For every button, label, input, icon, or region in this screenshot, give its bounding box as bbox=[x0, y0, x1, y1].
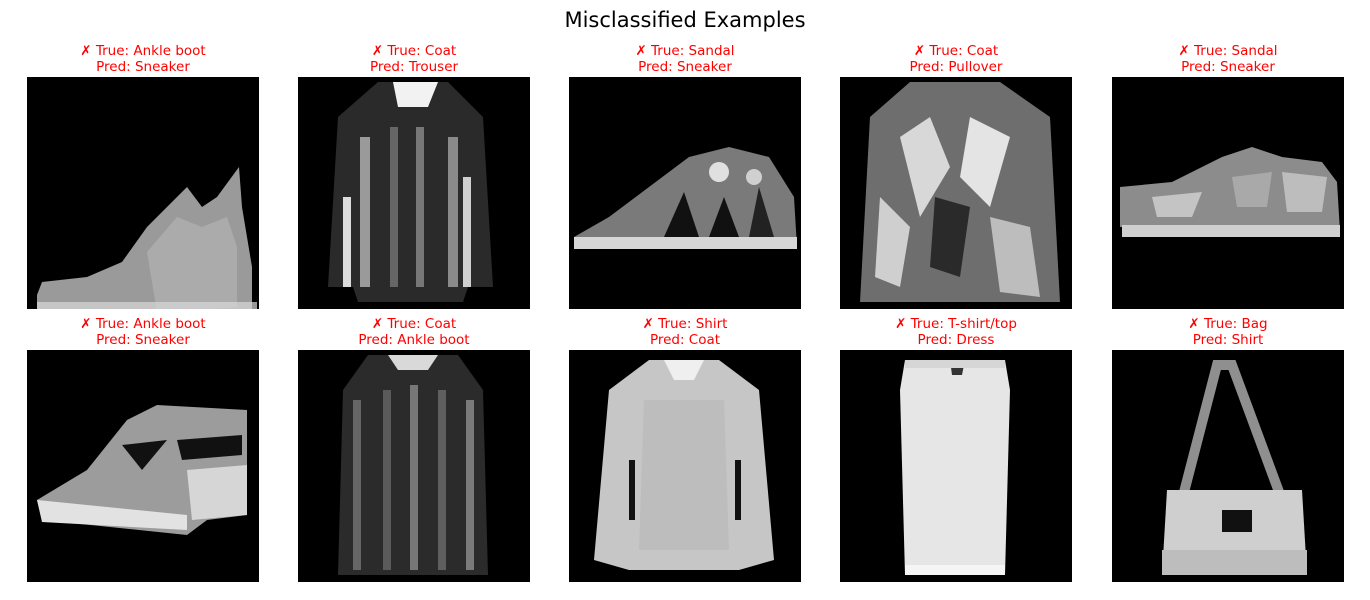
example-panel-8: ✗ True: Shirt Pred: Coat bbox=[569, 316, 801, 582]
true-label: ✗ True: Ankle boot bbox=[80, 43, 206, 59]
panel-caption: ✗ True: Shirt Pred: Coat bbox=[569, 316, 801, 350]
example-panel-9: ✗ True: T-shirt/top Pred: Dress bbox=[840, 316, 1072, 582]
pred-label: Pred: Shirt bbox=[1192, 332, 1264, 348]
pred-label: Pred: Dress bbox=[917, 332, 995, 348]
true-label: ✗ True: Sandal bbox=[1178, 43, 1278, 59]
true-label: ✗ True: Coat bbox=[371, 316, 457, 332]
true-label: ✗ True: T-shirt/top bbox=[895, 316, 1017, 332]
coat-icon bbox=[840, 77, 1072, 309]
ankle-boot-icon bbox=[27, 77, 259, 309]
pred-label: Pred: Sneaker bbox=[96, 59, 190, 75]
pred-label: Pred: Sneaker bbox=[638, 59, 732, 75]
bag-icon bbox=[1112, 350, 1344, 582]
sandal-icon bbox=[1112, 77, 1344, 309]
pred-label: Pred: Sneaker bbox=[96, 332, 190, 348]
panel-caption: ✗ True: Ankle boot Pred: Sneaker bbox=[27, 43, 259, 77]
pred-label: Pred: Ankle boot bbox=[358, 332, 470, 348]
true-label: ✗ True: Shirt bbox=[642, 316, 728, 332]
true-label: ✗ True: Sandal bbox=[635, 43, 735, 59]
panel-caption: ✗ True: Coat Pred: Trouser bbox=[298, 43, 530, 77]
example-panel-1: ✗ True: Ankle boot Pred: Sneaker bbox=[27, 43, 259, 309]
panel-caption: ✗ True: Bag Pred: Shirt bbox=[1112, 316, 1344, 350]
pred-label: Pred: Sneaker bbox=[1181, 59, 1275, 75]
panel-caption: ✗ True: Sandal Pred: Sneaker bbox=[1112, 43, 1344, 77]
coat-icon bbox=[298, 77, 530, 309]
example-panel-7: ✗ True: Coat Pred: Ankle boot bbox=[298, 316, 530, 582]
true-label: ✗ True: Bag bbox=[1188, 316, 1268, 332]
true-label: ✗ True: Ankle boot bbox=[80, 316, 206, 332]
true-label: ✗ True: Coat bbox=[913, 43, 999, 59]
ankle-boot-icon bbox=[27, 350, 259, 582]
pred-label: Pred: Trouser bbox=[369, 59, 459, 75]
pred-label: Pred: Pullover bbox=[909, 59, 1003, 75]
coat-icon bbox=[298, 350, 530, 582]
example-panel-2: ✗ True: Coat Pred: Trouser bbox=[298, 43, 530, 309]
panel-caption: ✗ True: T-shirt/top Pred: Dress bbox=[840, 316, 1072, 350]
tshirt-icon bbox=[840, 350, 1072, 582]
true-label: ✗ True: Coat bbox=[371, 43, 457, 59]
panel-caption: ✗ True: Ankle boot Pred: Sneaker bbox=[27, 316, 259, 350]
example-panel-10: ✗ True: Bag Pred: Shirt bbox=[1112, 316, 1344, 582]
pred-label: Pred: Coat bbox=[649, 332, 721, 348]
sandal-icon bbox=[569, 77, 801, 309]
example-panel-6: ✗ True: Ankle boot Pred: Sneaker bbox=[27, 316, 259, 582]
panel-caption: ✗ True: Coat Pred: Ankle boot bbox=[298, 316, 530, 350]
example-panel-3: ✗ True: Sandal Pred: Sneaker bbox=[569, 43, 801, 309]
figure-title: Misclassified Examples bbox=[564, 8, 806, 32]
example-panel-4: ✗ True: Coat Pred: Pullover bbox=[840, 43, 1072, 309]
panel-caption: ✗ True: Sandal Pred: Sneaker bbox=[569, 43, 801, 77]
shirt-icon bbox=[569, 350, 801, 582]
example-panel-5: ✗ True: Sandal Pred: Sneaker bbox=[1112, 43, 1344, 309]
panel-caption: ✗ True: Coat Pred: Pullover bbox=[840, 43, 1072, 77]
